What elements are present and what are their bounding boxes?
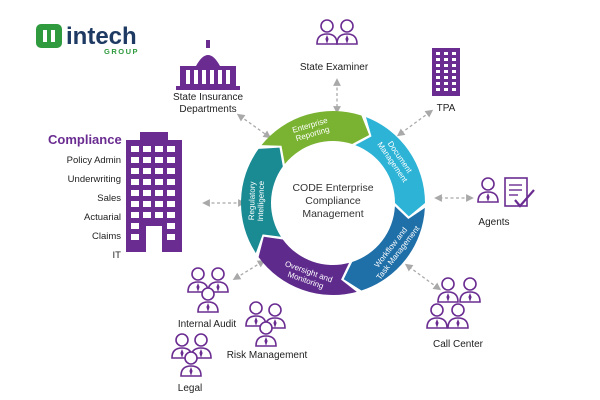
compliance-item: Sales bbox=[97, 193, 121, 204]
center-label: CODE Enterprise Compliance Management bbox=[292, 182, 373, 220]
logo-tagline: GROUP bbox=[104, 47, 139, 56]
capitol-building-icon bbox=[176, 40, 240, 90]
state-examiner-icon bbox=[316, 19, 358, 45]
state-insurance-label-2: Departments bbox=[179, 104, 236, 115]
legal-label: Legal bbox=[178, 383, 202, 394]
management-cycle: EnterpriseReportingDocumentManagementWor… bbox=[240, 110, 425, 295]
logo-name: intech bbox=[66, 23, 137, 50]
risk-management-icon bbox=[245, 301, 286, 347]
risk-management-label: Risk Management bbox=[227, 350, 308, 361]
state-insurance-label-1: State Insurance bbox=[173, 92, 243, 103]
call-center-label: Call Center bbox=[433, 339, 484, 350]
document-check-icon bbox=[504, 177, 535, 208]
call-center-icon bbox=[426, 277, 481, 329]
center-line-2: Compliance bbox=[305, 195, 361, 207]
logo-mark bbox=[36, 24, 62, 48]
center-line-3: Management bbox=[302, 208, 363, 220]
compliance-item: Actuarial bbox=[84, 212, 121, 223]
compliance-list: Policy AdminUnderwritingSalesActuarialCl… bbox=[67, 155, 122, 261]
segment-document-management-arc bbox=[355, 117, 425, 217]
compliance-item: IT bbox=[113, 250, 122, 261]
segment-oversight-monitoring-arc bbox=[258, 236, 357, 295]
tpa-label: TPA bbox=[437, 103, 456, 114]
arrow-tpa bbox=[396, 109, 434, 137]
center-line-1: CODE Enterprise bbox=[292, 182, 373, 194]
connector-arrows bbox=[202, 78, 474, 291]
segment-workflow-task-management-arc bbox=[343, 206, 425, 291]
segment-regulatory-intelligence-arc bbox=[240, 147, 283, 254]
intech-logo: intech GROUP bbox=[36, 23, 139, 56]
arrow-internal-audit bbox=[232, 259, 266, 281]
segment-oversight-monitoring: Oversight andMonitoring bbox=[258, 236, 357, 295]
compliance-title: Compliance bbox=[48, 132, 122, 147]
compliance-item: Underwriting bbox=[68, 174, 121, 185]
arrow-state-insurance bbox=[236, 113, 272, 139]
internal-audit-icon bbox=[187, 267, 229, 313]
office-tower-icon bbox=[432, 48, 460, 96]
compliance-item: Policy Admin bbox=[67, 155, 121, 166]
arrow-call-center bbox=[404, 263, 442, 291]
agents-label: Agents bbox=[478, 217, 509, 228]
segment-enterprise-reporting-arc bbox=[261, 110, 370, 164]
agent-person-icon bbox=[477, 177, 499, 203]
legal-icon bbox=[171, 333, 212, 377]
segment-regulatory-intelligence-label: RegulatoryIntelligence bbox=[247, 180, 266, 221]
segment-regulatory-intelligence: RegulatoryIntelligence bbox=[240, 147, 283, 254]
internal-audit-label: Internal Audit bbox=[178, 319, 237, 330]
compliance-building-icon bbox=[126, 132, 182, 252]
segment-enterprise-reporting: EnterpriseReporting bbox=[261, 110, 370, 164]
state-examiner-label: State Examiner bbox=[300, 62, 369, 73]
compliance-item: Claims bbox=[92, 231, 121, 242]
